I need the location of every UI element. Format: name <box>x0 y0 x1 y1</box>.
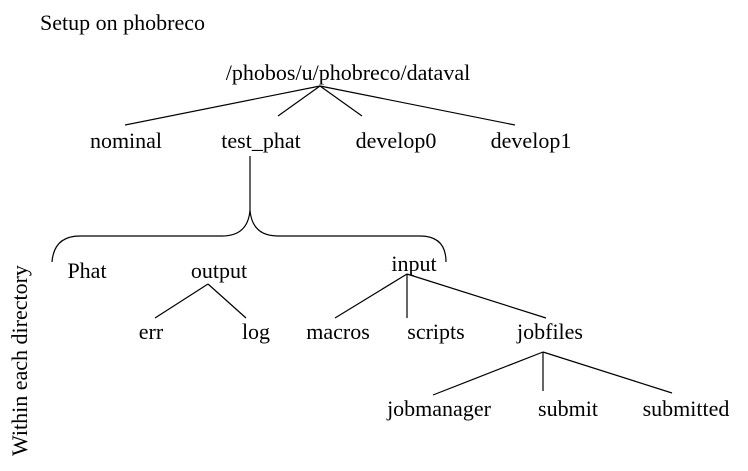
within-directory-brace <box>51 209 447 263</box>
dir-jobfiles: jobfiles <box>517 319 583 344</box>
dir-submitted: submitted <box>642 396 730 421</box>
connector-jobfiles-jobmanager <box>432 351 544 396</box>
connector-jobfiles-submitted <box>542 351 673 394</box>
root-directory: /phobos/u/phobreco/dataval <box>225 60 471 85</box>
dir-scripts: scripts <box>407 319 465 344</box>
dir-phat: Phat <box>67 258 107 283</box>
connector-input-jobfiles <box>406 273 547 319</box>
connector-root-test-phat <box>277 85 321 117</box>
dir-test-phat: test_phat <box>221 128 301 153</box>
dir-err: err <box>138 319 164 344</box>
dir-submit: submit <box>538 396 598 421</box>
dir-macros: macros <box>306 319 370 344</box>
dir-log: log <box>241 319 271 344</box>
dir-jobmanager: jobmanager <box>387 396 491 421</box>
connector-root-develop1 <box>319 85 516 126</box>
connector-output-err <box>154 283 209 319</box>
connector-output-log <box>207 283 247 319</box>
side-label: Within each directory <box>7 265 32 456</box>
dir-develop1: develop1 <box>490 128 572 153</box>
connector-root-develop0 <box>319 85 363 117</box>
connector-root-nominal <box>124 85 321 126</box>
dir-output: output <box>190 258 248 283</box>
diagram-title: Setup on phobreco <box>40 10 205 35</box>
dir-nominal: nominal <box>89 128 163 153</box>
connector-input-macros <box>334 273 408 319</box>
dir-develop0: develop0 <box>355 128 437 153</box>
dir-input: input <box>391 251 437 276</box>
